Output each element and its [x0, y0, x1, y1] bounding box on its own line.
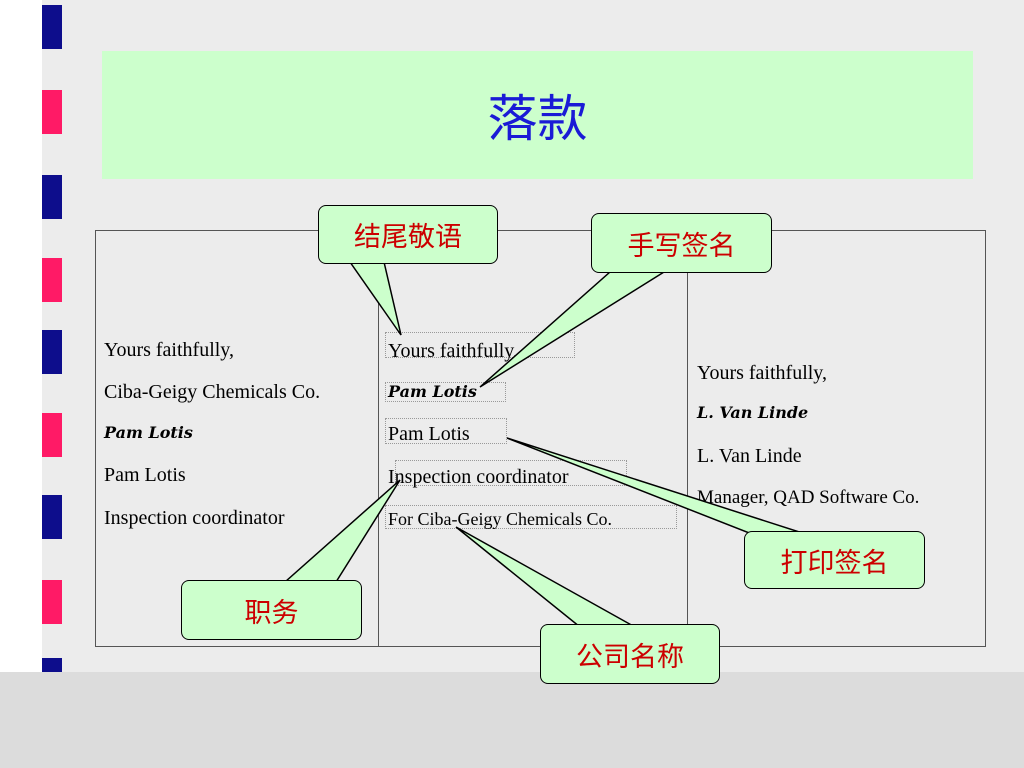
- highlight-box: [385, 332, 575, 358]
- company-text: For Ciba-Geigy Chemicals Co.: [388, 509, 612, 529]
- highlight-box: [385, 505, 677, 529]
- highlight-box: [385, 418, 507, 444]
- printed-pointer: [506, 437, 819, 539]
- stripe-blue: [42, 495, 62, 539]
- handwritten-signature: Pam Lotis: [388, 382, 477, 401]
- stripe-blue: [42, 658, 62, 672]
- company-pointer: [455, 526, 638, 628]
- highlight-box: [395, 460, 627, 486]
- stripe-red: [42, 90, 62, 134]
- printed-signature: Pam Lotis: [388, 423, 470, 445]
- title-banner: 落款: [102, 51, 973, 179]
- bottom-strip: [0, 672, 1024, 768]
- stripe-blue: [42, 175, 62, 219]
- stripe-red: [42, 580, 62, 624]
- closing-text: Yours faithfully,: [697, 362, 828, 384]
- stripe-blue: [42, 330, 62, 374]
- handwritten-signature: Pam Lotis: [104, 423, 193, 442]
- closing-text: Yours faithfully,: [104, 339, 235, 361]
- printed-signature: Pam Lotis: [104, 464, 186, 486]
- closing-text: Yours faithfully,: [388, 340, 519, 362]
- printed-signature: L. Van Linde: [697, 445, 802, 467]
- closing-pointer: [348, 261, 402, 336]
- company-text: Ciba-Geigy Chemicals Co.: [104, 381, 321, 403]
- left-border: [0, 0, 42, 672]
- signature-pointer: [479, 271, 667, 388]
- position-company-text: Manager, QAD Software Co.: [697, 487, 920, 508]
- page-title: 落款: [487, 90, 588, 148]
- column-divider: [687, 230, 688, 647]
- callout-closing: 结尾敬语: [318, 205, 498, 264]
- callout-printed-signature: 打印签名: [744, 531, 925, 589]
- stripe-blue: [42, 5, 62, 49]
- column-divider: [378, 230, 379, 647]
- callout-company-name: 公司名称: [540, 624, 720, 684]
- stripe-red: [42, 413, 62, 457]
- position-text: Inspection coordinator: [388, 466, 569, 488]
- stripe-red: [42, 258, 62, 302]
- position-text: Inspection coordinator: [104, 507, 285, 529]
- callout-handwritten-signature: 手写签名: [591, 213, 772, 273]
- position-pointer: [283, 479, 401, 583]
- callout-position: 职务: [181, 580, 362, 640]
- handwritten-signature: L. Van Linde: [697, 403, 809, 422]
- highlight-box: [385, 382, 506, 402]
